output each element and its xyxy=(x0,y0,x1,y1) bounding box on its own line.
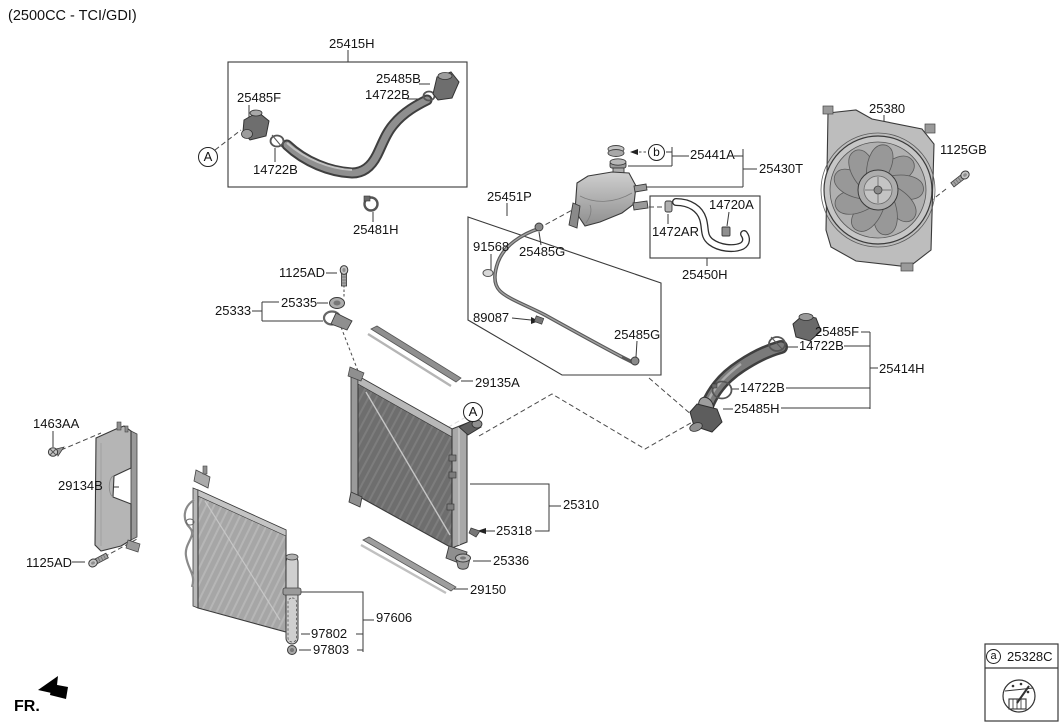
part-label-25481H[interactable]: 25481H xyxy=(353,222,399,237)
reservoir-hose-box xyxy=(649,195,761,259)
part-label-25441A[interactable]: 25441A xyxy=(690,147,735,162)
part-label-1125AD-guard[interactable]: 1125AD xyxy=(26,555,73,570)
coolant-caution-icon xyxy=(1002,679,1036,713)
part-label-25485G-upper[interactable]: 25485G xyxy=(519,244,566,259)
part-label-29135A[interactable]: 29135A xyxy=(475,375,520,390)
part-label-1472AR[interactable]: 1472AR xyxy=(652,224,699,239)
hose-fitting-25485b xyxy=(432,71,460,101)
condenser xyxy=(183,465,302,655)
radiator xyxy=(347,366,483,566)
drain-plug-25318 xyxy=(468,527,481,538)
part-label-14722B-top2[interactable]: 14722B xyxy=(253,162,298,177)
hose-clip-25485g-lower xyxy=(630,356,640,366)
hose-clip-1472ar xyxy=(664,200,673,213)
part-label-14722B-top[interactable]: 14722B xyxy=(365,87,410,102)
legend-ref-a[interactable]: a xyxy=(986,649,1001,664)
legend-part-number[interactable]: 25328C xyxy=(1007,649,1053,664)
hose-clamp-14722b-upper xyxy=(768,336,786,352)
group-dash-lines xyxy=(60,129,947,558)
part-label-25485G-lower[interactable]: 25485G xyxy=(614,327,661,342)
radiator-upper-seal-29135a xyxy=(367,325,462,388)
hose-clip-25485g-upper xyxy=(534,222,544,232)
group-boxes xyxy=(227,61,761,376)
radiator-mounting-parts xyxy=(322,265,353,331)
engine-variant-title: (2500CC - TCI/GDI) xyxy=(8,8,137,24)
part-label-25485B[interactable]: 25485B xyxy=(376,71,421,86)
cooling-fan-assembly xyxy=(820,105,936,272)
lower-radiator-hose xyxy=(689,313,822,433)
part-label-91568[interactable]: 91568 xyxy=(473,239,510,254)
fr-direction-arrow xyxy=(38,676,68,699)
radiator-lower-grommet-25336 xyxy=(455,553,471,570)
part-label-25318[interactable]: 25318 xyxy=(496,523,533,538)
part-label-25450H[interactable]: 25450H xyxy=(682,267,728,282)
group-leader-lines xyxy=(52,50,885,652)
hose-clamp-14722b-left xyxy=(269,134,285,148)
part-label-25430T[interactable]: 25430T xyxy=(759,161,804,176)
part-label-1463AA[interactable]: 1463AA xyxy=(33,416,80,431)
part-label-25333[interactable]: 25333 xyxy=(215,303,252,318)
guard-screw-1463aa xyxy=(47,446,65,457)
degassing-hose-outline xyxy=(467,216,662,376)
reservoir-hose xyxy=(664,198,751,253)
hose-clip-91568 xyxy=(482,269,494,277)
drain-arrowhead xyxy=(477,528,486,534)
callout-radiator-A[interactable]: A xyxy=(463,402,483,422)
upper-radiator-hose xyxy=(241,71,460,179)
part-label-25485F-top[interactable]: 25485F xyxy=(237,90,282,105)
part-label-25485F-lower[interactable]: 25485F xyxy=(815,324,860,339)
part-label-25380[interactable]: 25380 xyxy=(869,101,906,116)
hose-clamp-25481h xyxy=(363,195,379,212)
part-label-29150[interactable]: 29150 xyxy=(470,582,507,597)
callout-hose-A[interactable]: A xyxy=(198,147,218,167)
part-label-89087[interactable]: 89087 xyxy=(473,310,510,325)
callout-cap-b[interactable]: b xyxy=(648,144,665,161)
part-label-25485H[interactable]: 25485H xyxy=(734,401,780,416)
degassing-hose xyxy=(482,222,640,366)
mounting-bolt-1125ad xyxy=(339,265,349,287)
hose-clamp-14720a xyxy=(721,226,731,237)
fr-label: FR. xyxy=(14,698,40,715)
fan-bolt-1125gb xyxy=(949,168,972,189)
part-label-1125AD-top[interactable]: 1125AD xyxy=(279,265,326,280)
radiator-lower-seal-29150 xyxy=(360,536,457,595)
part-label-25335[interactable]: 25335 xyxy=(281,295,318,310)
cap-arrowhead xyxy=(630,149,638,155)
air-guard-panel xyxy=(94,421,141,553)
part-label-14722B-lower2[interactable]: 14722B xyxy=(740,380,785,395)
part-label-25336[interactable]: 25336 xyxy=(493,553,530,568)
guard-bolt-1125ad xyxy=(86,551,110,569)
part-label-25415H[interactable]: 25415H xyxy=(329,36,375,51)
part-label-97606[interactable]: 97606 xyxy=(376,610,413,625)
condenser-pipe xyxy=(183,499,195,588)
part-label-25451P[interactable]: 25451P xyxy=(487,189,532,204)
part-label-25310[interactable]: 25310 xyxy=(563,497,600,512)
hose-clamp-14722b-lower xyxy=(711,380,733,400)
part-label-29134B[interactable]: 29134B xyxy=(58,478,103,493)
part-label-14720A[interactable]: 14720A xyxy=(709,197,754,212)
part-label-97802[interactable]: 97802 xyxy=(311,626,348,641)
part-label-25414H[interactable]: 25414H xyxy=(879,361,925,376)
part-label-14722B-lower1[interactable]: 14722B xyxy=(799,338,844,353)
hose-clip-89087 xyxy=(533,315,545,325)
reservoir-tank xyxy=(568,145,649,229)
part-label-97803[interactable]: 97803 xyxy=(313,642,350,657)
part-label-1125GB[interactable]: 1125GB xyxy=(940,142,987,157)
